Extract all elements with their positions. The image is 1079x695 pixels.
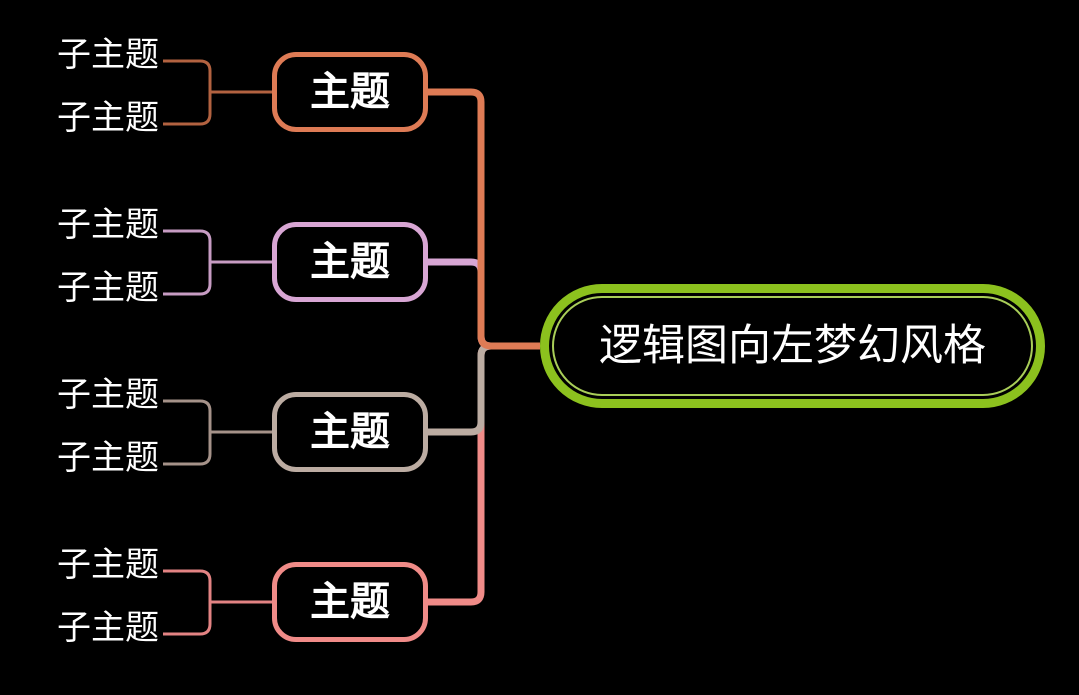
topic-label: 主题: [310, 240, 390, 284]
topic-label: 主题: [310, 580, 390, 624]
central-topic-label: 逻辑图向左梦幻风格: [599, 321, 986, 370]
subtopic-connector-line: [163, 59, 272, 126]
subtopic-connector-line: [163, 229, 272, 296]
subtopic-label[interactable]: 子主题: [57, 36, 159, 74]
subtopic-connector-line: [163, 399, 272, 466]
subtopic-label[interactable]: 子主题: [57, 206, 159, 244]
subtopic-label[interactable]: 子主题: [57, 269, 159, 307]
subtopic-label[interactable]: 子主题: [57, 376, 159, 414]
central-topic-node[interactable]: 逻辑图向左梦幻风格: [540, 284, 1045, 408]
subtopic-label[interactable]: 子主题: [57, 439, 159, 477]
branch-connector-line: [428, 342, 540, 436]
subtopic-label[interactable]: 子主题: [57, 546, 159, 584]
topic-label: 主题: [310, 410, 390, 454]
branch-connector-line: [428, 88, 540, 350]
topic-label: 主题: [310, 70, 390, 114]
topic-node[interactable]: 主题: [272, 562, 428, 642]
subtopic-connector-line: [163, 569, 272, 636]
subtopic-label[interactable]: 子主题: [57, 99, 159, 137]
topic-node[interactable]: 主题: [272, 392, 428, 472]
topic-node[interactable]: 主题: [272, 52, 428, 132]
topic-node[interactable]: 主题: [272, 222, 428, 302]
subtopic-label[interactable]: 子主题: [57, 609, 159, 647]
